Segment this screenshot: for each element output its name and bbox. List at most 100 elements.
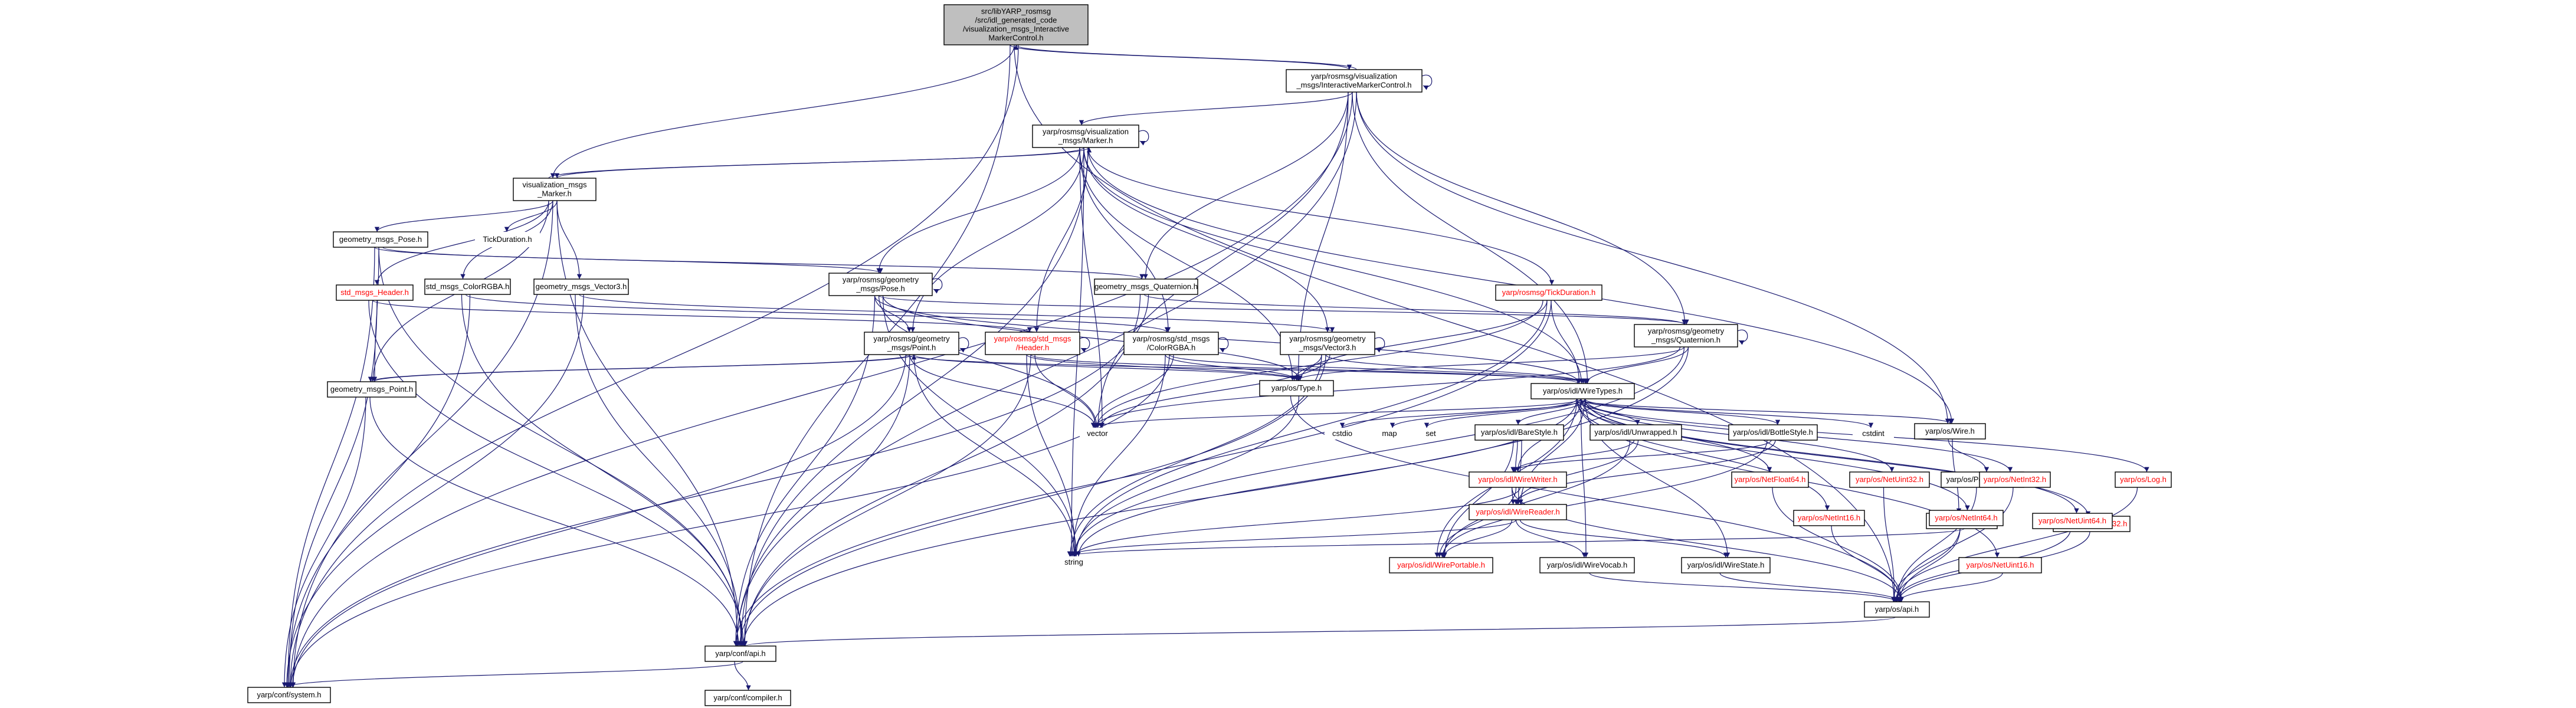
edge-ni64-to-api: [1890, 525, 1961, 602]
edge-vmm-to-yrgp: [876, 147, 1080, 274]
node-box: [1853, 428, 1894, 440]
edge-vm_marker-to-gmv: [556, 200, 582, 280]
edge-smh-to-confapi: [368, 300, 746, 647]
node-nui16[interactable]: yarp/os/NetUint16.h: [1958, 557, 2042, 573]
edge-gm_pose-to-system: [285, 247, 375, 688]
edge-wirelink-to-string: [1067, 528, 1965, 557]
edge-imc-to-vector: [1095, 91, 1349, 428]
node-wport[interactable]: yarp/os/idl/WirePortable.h: [1389, 557, 1493, 573]
node-box: [1864, 601, 1930, 618]
node-ygv[interactable]: yarp/rosmsg/geometry_msgs/Vector3.h: [1280, 332, 1375, 355]
node-cstdio[interactable]: cstdio: [1325, 428, 1360, 440]
edge-ygq-to-string: [1071, 346, 1685, 557]
node-ytd[interactable]: yarp/rosmsg/TickDuration.h: [1495, 284, 1602, 301]
node-tickdur[interactable]: TickDuration.h: [475, 232, 540, 247]
node-nf64[interactable]: yarp/os/NetFloat64.h: [1731, 471, 1809, 488]
node-ni32[interactable]: yarp/os/NetInt32.h: [1979, 471, 2051, 488]
edge-unwr-to-wr: [1515, 440, 1639, 505]
node-gmp[interactable]: geometry_msgs_Point.h: [327, 381, 417, 398]
node-label-line: yarp/os/Log.h: [2120, 475, 2167, 484]
edge-imc-to-ygq: [1356, 91, 1687, 325]
node-box: [1849, 471, 1930, 488]
node-ygpt[interactable]: yarp/rosmsg/geometry_msgs/Point.h: [864, 332, 959, 355]
node-system[interactable]: yarp/conf/system.h: [247, 687, 331, 703]
node-gq[interactable]: geometry_msgs_Quaternion.h: [1094, 278, 1198, 295]
node-ni64[interactable]: yarp/os/NetInt64.h: [1929, 510, 2004, 526]
edge-ytype-to-string: [1072, 395, 1300, 557]
node-label-line: yarp/os/idl/Unwrapped.h: [1594, 428, 1677, 437]
node-label-line: yarp/os/NetUint32.h: [1856, 475, 1923, 484]
edge-layer: [281, 44, 2149, 691]
node-ytype[interactable]: yarp/os/Type.h: [1259, 380, 1334, 396]
node-label-line: yarp/os/idl/WireTypes.h: [1543, 386, 1623, 395]
node-confapi[interactable]: yarp/conf/api.h: [704, 645, 776, 662]
edge-root-to-system: [287, 44, 1019, 688]
node-both[interactable]: yarp/os/idl/BottleStyle.h: [1728, 424, 1818, 441]
node-unwr[interactable]: yarp/os/idl/Unwrapped.h: [1589, 424, 1682, 441]
node-ysc[interactable]: yarp/rosmsg/std_msgs/ColorRGBA.h: [1123, 332, 1219, 355]
node-wire[interactable]: yarp/os/Wire.h: [1914, 423, 1986, 440]
node-ysh[interactable]: yarp/rosmsg/std_msgs/Header.h: [985, 332, 1080, 355]
node-wstate[interactable]: yarp/os/idl/WireState.h: [1681, 557, 1771, 573]
node-ni16[interactable]: yarp/os/NetInt16.h: [1793, 510, 1865, 526]
node-box: [1375, 428, 1404, 440]
edge-ysh-to-string: [1026, 354, 1078, 557]
node-vector[interactable]: vector: [1080, 428, 1115, 440]
edge-ygpt-to-ygpt: [958, 337, 969, 353]
node-gmv[interactable]: geometry_msgs_Vector3.h: [533, 278, 629, 295]
edge-imc-to-ytype: [1296, 91, 1349, 381]
node-label-line: yarp/rosmsg/geometry: [1648, 327, 1725, 336]
node-label-line: yarp/os/idl/BottleStyle.h: [1733, 428, 1813, 437]
node-box: [475, 232, 540, 247]
node-api[interactable]: yarp/os/api.h: [1864, 601, 1930, 618]
node-ww[interactable]: yarp/os/idl/WireWriter.h: [1469, 471, 1567, 488]
node-root[interactable]: src/libYARP_rosmsg/src/idl_generated_cod…: [943, 4, 1089, 45]
node-vmm[interactable]: yarp/rosmsg/visualization_msgs/Marker.h: [1032, 124, 1139, 148]
node-label-line: MarkerControl.h: [988, 34, 1043, 42]
edge-yrgp-to-ytype: [882, 295, 1303, 381]
node-label-line: yarp/os/NetUint16.h: [1967, 560, 2034, 569]
node-label-line: cstdio: [1332, 429, 1352, 438]
node-map[interactable]: map: [1375, 428, 1404, 440]
node-wr[interactable]: yarp/os/idl/WireReader.h: [1469, 504, 1567, 520]
node-box: [1929, 510, 2004, 526]
node-label-line: TickDuration.h: [483, 235, 532, 244]
node-cstdint[interactable]: cstdint: [1853, 428, 1894, 440]
node-bare[interactable]: yarp/os/idl/BareStyle.h: [1474, 424, 1564, 441]
node-label-line: yarp/conf/api.h: [715, 649, 765, 658]
node-label-line: yarp/os/NetInt16.h: [1798, 513, 1860, 522]
node-imc[interactable]: yarp/rosmsg/visualization_msgs/Interacti…: [1286, 69, 1423, 93]
edge-wt-to-cstdio: [1339, 398, 1586, 428]
edge-ni16-to-api: [1831, 525, 1903, 602]
edge-imc-to-vmm: [1079, 91, 1353, 126]
edge-yrgp-to-ygq: [878, 295, 1689, 325]
node-box: [247, 687, 331, 703]
node-box: [533, 278, 629, 295]
node-wvocab[interactable]: yarp/os/idl/WireVocab.h: [1539, 557, 1635, 573]
node-string[interactable]: string: [1056, 556, 1092, 568]
node-gm_pose[interactable]: geometry_msgs_Pose.h: [333, 231, 428, 248]
node-set[interactable]: set: [1416, 428, 1446, 440]
node-smc[interactable]: std_msgs_ColorRGBA.h: [424, 278, 511, 295]
node-log[interactable]: yarp/os/Log.h: [2115, 471, 2172, 488]
node-nui64[interactable]: yarp/os/NetUint64.h: [2032, 513, 2113, 529]
node-label-line: yarp/conf/system.h: [257, 690, 321, 699]
node-box: [1286, 69, 1423, 93]
node-ygq[interactable]: yarp/rosmsg/geometry_msgs/Quaternion.h: [1634, 324, 1738, 348]
edge-wt-to-wire: [1576, 398, 1953, 424]
node-box: [424, 278, 511, 295]
node-nui32[interactable]: yarp/os/NetUint32.h: [1849, 471, 1930, 488]
edge-vmm-to-ysh: [1034, 147, 1089, 333]
node-label-line: _msgs/Pose.h: [856, 284, 904, 293]
node-vm_marker[interactable]: visualization_msgs_Marker.h: [513, 178, 597, 201]
node-yrgp[interactable]: yarp/rosmsg/geometry_msgs/Pose.h: [828, 273, 933, 296]
node-wt[interactable]: yarp/os/idl/WireTypes.h: [1530, 383, 1635, 399]
node-label-line: _msgs/Vector3.h: [1299, 343, 1356, 352]
node-smh[interactable]: std_msgs_Header.h: [336, 284, 414, 301]
node-label-line: yarp/rosmsg/visualization: [1311, 72, 1397, 81]
node-label-line: src/libYARP_rosmsg: [981, 7, 1051, 16]
edge-ysc-to-ysc: [1218, 337, 1229, 353]
node-compiler[interactable]: yarp/conf/compiler.h: [704, 690, 791, 706]
edge-wt-to-cstdint: [1584, 398, 1874, 428]
